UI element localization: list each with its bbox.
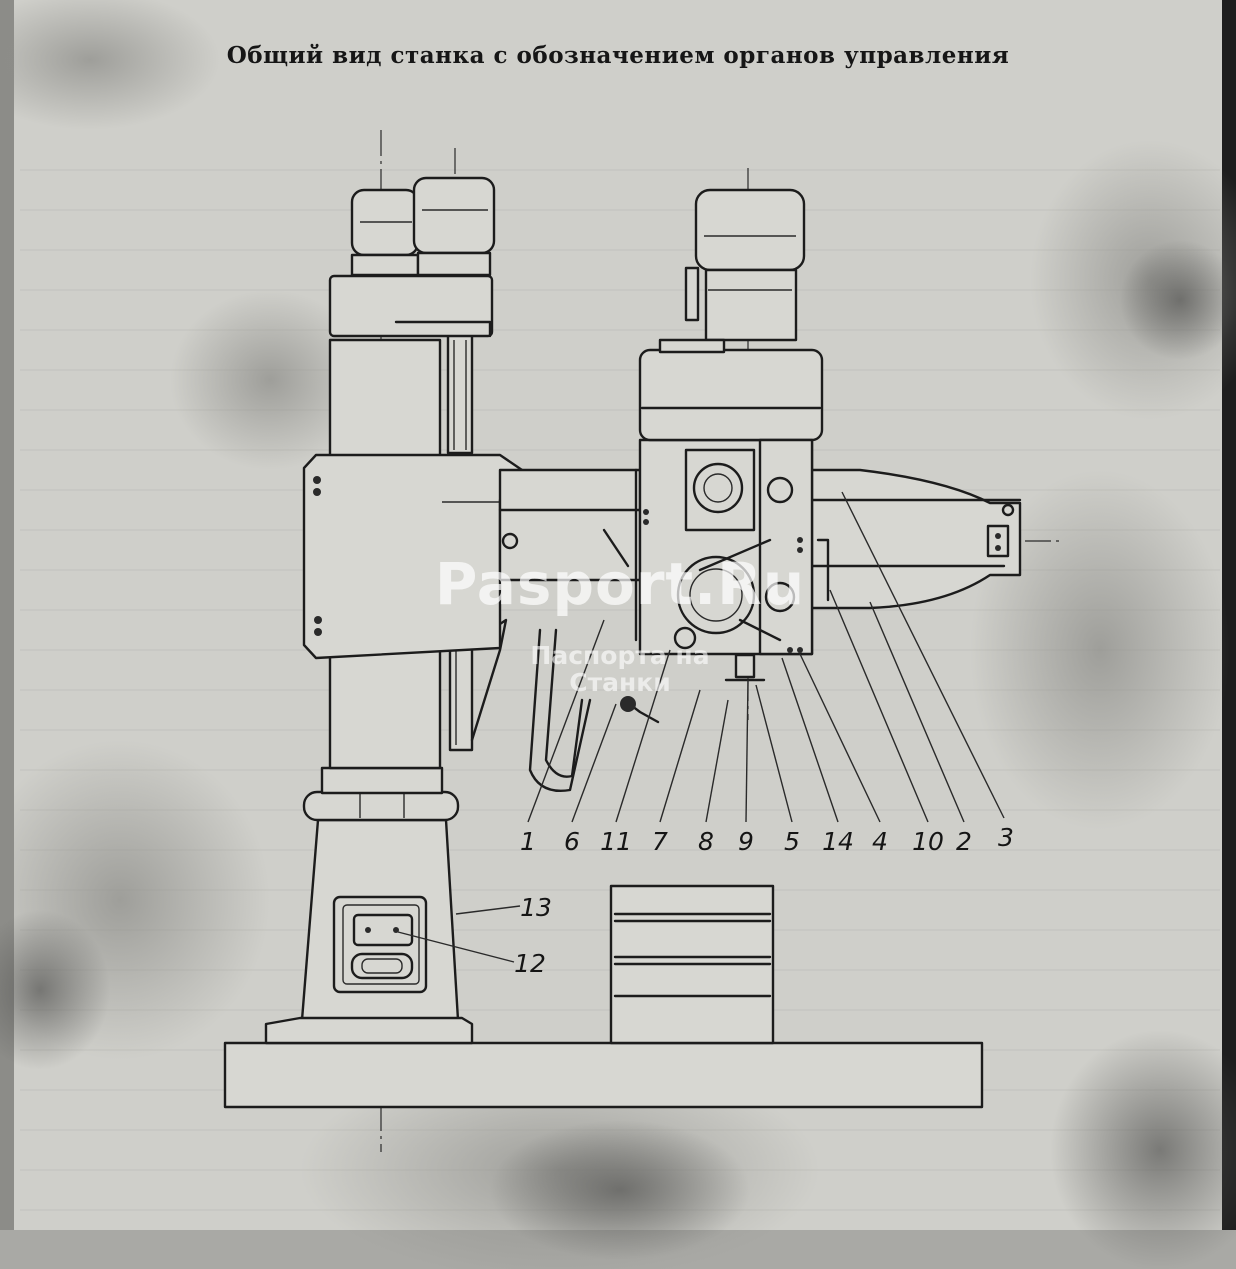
watermark-main: Pasport.Ru (434, 550, 806, 618)
drill-head (528, 348, 830, 792)
callout-leaders (397, 491, 1005, 963)
callout-6: 6 (564, 827, 580, 856)
column-top-motors (328, 176, 496, 338)
work-table (609, 884, 775, 1045)
base-plate (223, 1041, 984, 1109)
callout-9: 9 (738, 827, 754, 856)
radial-arm (498, 468, 1022, 610)
head-motor (658, 188, 806, 354)
callout-numbers: 1 6 11 7 8 9 5 14 4 10 2 3 13 12 (514, 823, 1014, 978)
column-collar (302, 766, 460, 822)
column-pedestal (264, 818, 474, 1045)
drawing-title: Общий вид станка с обозначением органов … (226, 42, 1010, 69)
callout-13: 13 (520, 893, 552, 922)
callout-7: 7 (652, 827, 668, 856)
callout-8: 8 (698, 827, 714, 856)
callout-1: 1 (520, 827, 536, 856)
callout-5: 5 (784, 827, 800, 856)
callout-2: 2 (956, 827, 972, 856)
callout-4: 4 (872, 827, 888, 856)
callout-11: 11 (600, 827, 632, 856)
callout-10: 10 (912, 827, 944, 856)
callout-3: 3 (998, 823, 1014, 852)
watermark-sub-line2: Станки (569, 668, 671, 697)
callout-14: 14 (822, 827, 854, 856)
watermark-sub-line1: Паспорта на (530, 641, 710, 670)
callout-12: 12 (514, 949, 546, 978)
